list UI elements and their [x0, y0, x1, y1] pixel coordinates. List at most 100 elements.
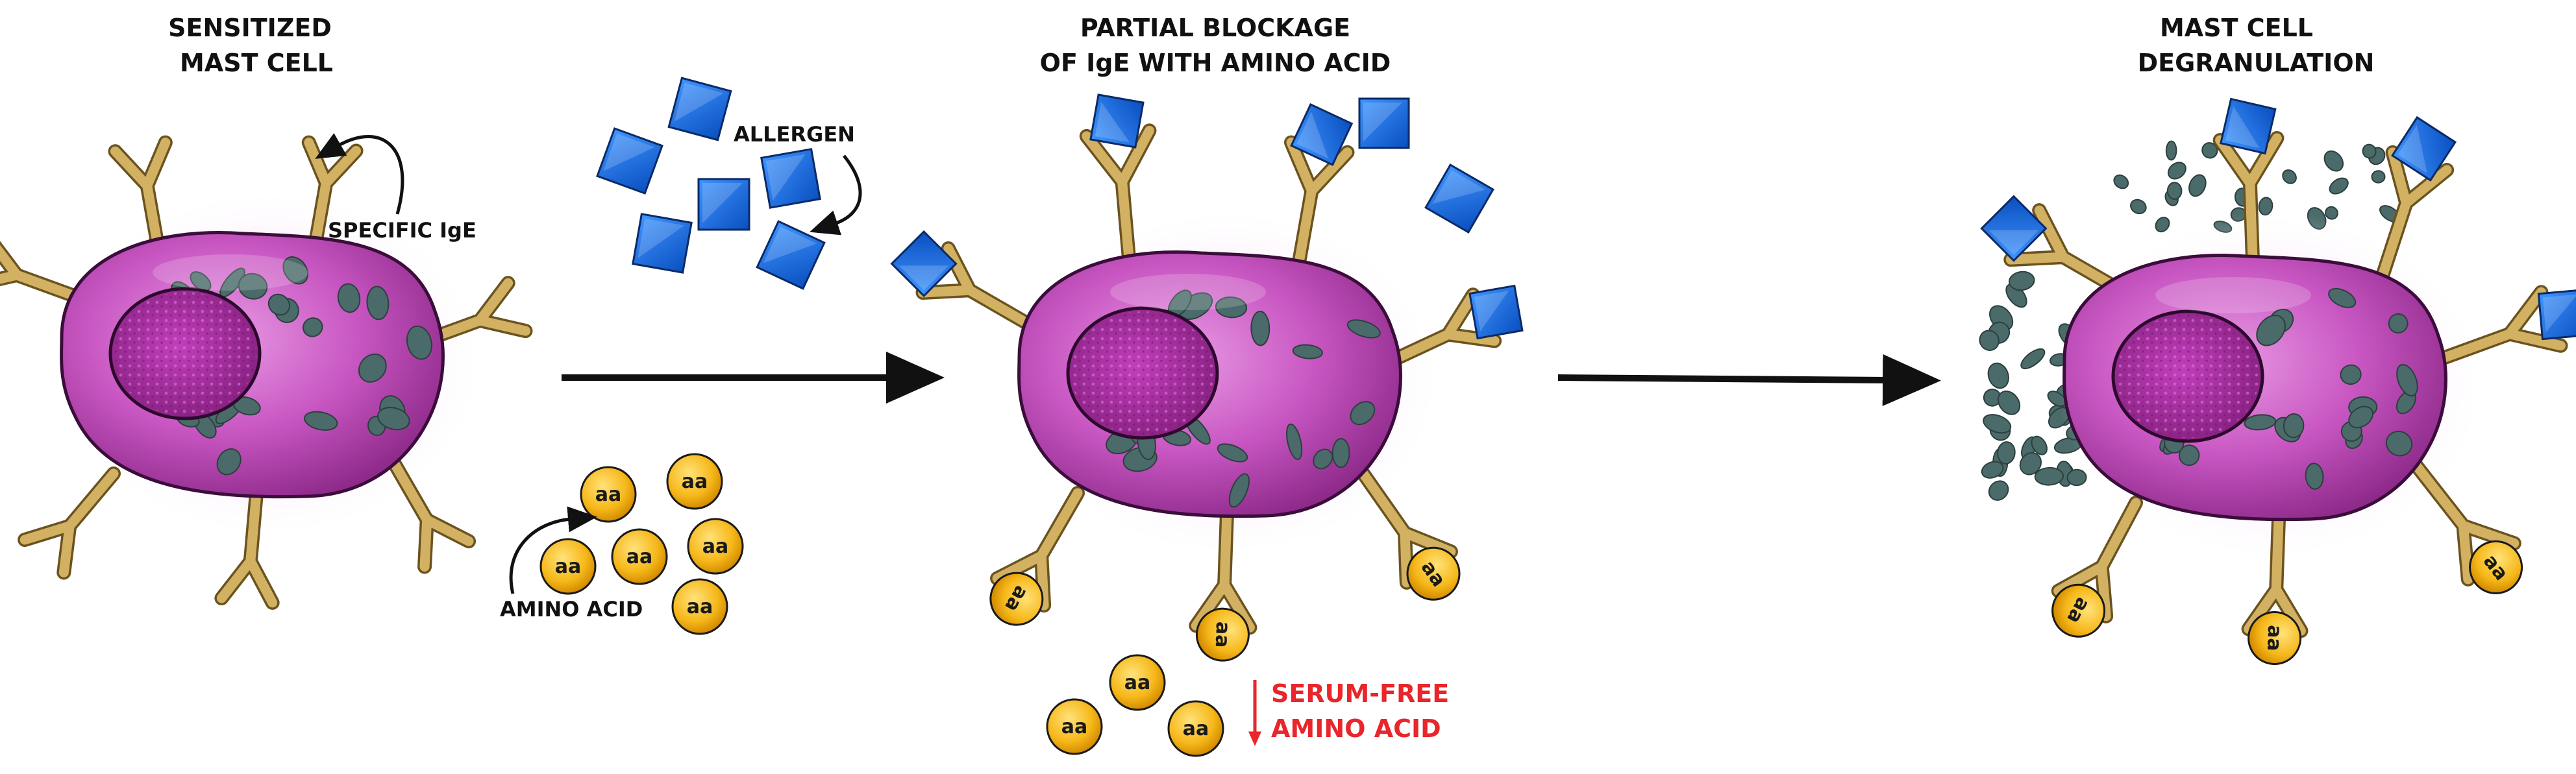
granule: [282, 256, 309, 285]
amino-acid-ball: aa: [671, 578, 728, 635]
allergen-square: [756, 220, 826, 290]
released-granule: [2005, 284, 2027, 308]
allergen-square: [1290, 103, 1354, 166]
released-granule: [2130, 199, 2147, 215]
released-granule: [2188, 174, 2207, 197]
amino-acid-ball: aa: [1167, 700, 1224, 757]
granule: [1350, 401, 1376, 426]
granule: [2328, 287, 2357, 308]
released-granule: [2167, 162, 2186, 180]
amino-acid-ball: aa: [1046, 698, 1103, 755]
process-arrow-2: [1557, 354, 1941, 406]
amino-acid-ball: aa: [1406, 546, 1461, 601]
svg-text:aa: aa: [702, 535, 729, 558]
amino-acid-ball: aa: [580, 466, 637, 523]
allergen-square: [632, 213, 693, 274]
allergen-square: [1089, 93, 1145, 149]
svg-text:aa: aa: [1183, 718, 1209, 740]
svg-text:aa: aa: [2262, 625, 2286, 652]
granule: [1346, 319, 1381, 339]
ige-receptor: [18, 466, 121, 580]
specific-ige-label: SPECIFIC IgE: [328, 218, 477, 243]
ige-receptor: [1284, 103, 1355, 273]
released-granule: [2323, 150, 2344, 172]
allergen-square: [2220, 97, 2277, 155]
granule: [358, 353, 387, 383]
released-granule: [2034, 466, 2064, 486]
granule: [2178, 444, 2200, 466]
ige-receptor: aa: [989, 486, 1085, 626]
released-granule: [2031, 435, 2048, 455]
stage-2: PARTIAL BLOCKAGE OF IgE WITH AMINO ACID …: [890, 14, 1524, 757]
cell-highlight: [1110, 274, 1266, 310]
granule: [337, 283, 361, 313]
ige-receptor: [2431, 285, 2576, 367]
allergen-square: [2537, 289, 2576, 341]
allergen-square: [1358, 97, 1410, 149]
released-granule: [1981, 461, 2004, 479]
stage1-title-line1: SENSITIZED: [168, 14, 332, 42]
ige-receptor: aa: [2408, 457, 2523, 594]
svg-text:aa: aa: [1124, 671, 1151, 694]
granule: [1250, 310, 1270, 346]
granule: [267, 293, 291, 316]
stage3-title-line2: DEGRANULATION: [2138, 49, 2375, 77]
svg-text:aa: aa: [555, 555, 582, 578]
ige-receptor: [301, 135, 364, 254]
granule: [1292, 344, 1323, 359]
granule: [190, 271, 212, 292]
nucleus-texture: [2116, 315, 2259, 438]
ige-receptor: [1379, 284, 1524, 370]
svg-text:aa: aa: [626, 546, 653, 568]
released-granule: [1983, 414, 2012, 434]
allergen-square: [697, 178, 750, 231]
free-allergens: [596, 77, 826, 290]
granule: [406, 325, 432, 360]
released-granule: [2019, 452, 2042, 476]
stage1-title-line2: MAST CELL: [180, 49, 333, 77]
released-granule: [2166, 182, 2183, 200]
sensitized-mast-cell: [0, 135, 533, 610]
released-granule: [2113, 175, 2129, 189]
partially-blocked-mast-cell: aa aa aa: [890, 93, 1524, 662]
released-granule: [2008, 271, 2035, 291]
granule: [238, 272, 268, 300]
nucleus-texture: [1071, 311, 1214, 435]
allergen-square: [1980, 195, 2048, 262]
stage2-title-line1: PARTIAL BLOCKAGE: [1080, 14, 1350, 42]
granule: [2348, 405, 2374, 429]
granule: [1215, 296, 1248, 319]
ige-receptor: aa: [2241, 512, 2309, 666]
svg-text:aa: aa: [1211, 621, 1234, 648]
allergen-square: [1468, 284, 1524, 340]
ige-receptor: [1079, 93, 1157, 273]
svg-text:aa: aa: [682, 470, 708, 493]
amino-acid-ball: aa: [1195, 607, 1250, 662]
amino-acid-ball: aa: [2051, 583, 2106, 638]
released-granule: [1979, 330, 2000, 351]
granule: [2256, 315, 2286, 346]
amino-acid-ball: aa: [687, 518, 744, 575]
amino-acid-pointer-arrow: [509, 506, 597, 594]
allergen-square: [667, 77, 732, 141]
allergen-square: [2391, 115, 2457, 182]
granule: [1331, 438, 1350, 468]
released-granule: [2165, 140, 2177, 161]
allergen-square: [760, 148, 821, 209]
allergen-square: [1424, 163, 1494, 234]
allergen-square: [890, 230, 958, 298]
ige-receptor: [386, 454, 477, 574]
granule: [2388, 313, 2409, 333]
ige-receptor: aa: [1356, 466, 1461, 601]
ige-receptor: aa: [2051, 496, 2143, 638]
granule: [216, 448, 242, 476]
stage2-title-line2: OF IgE WITH AMINO ACID: [1040, 49, 1391, 77]
granule: [303, 317, 323, 337]
granule: [1285, 423, 1303, 461]
granule: [366, 285, 390, 320]
ige-receptor: aa: [1189, 505, 1257, 662]
granule: [1228, 473, 1250, 508]
ige-receptor: [108, 135, 173, 260]
svg-text:aa: aa: [687, 596, 713, 618]
